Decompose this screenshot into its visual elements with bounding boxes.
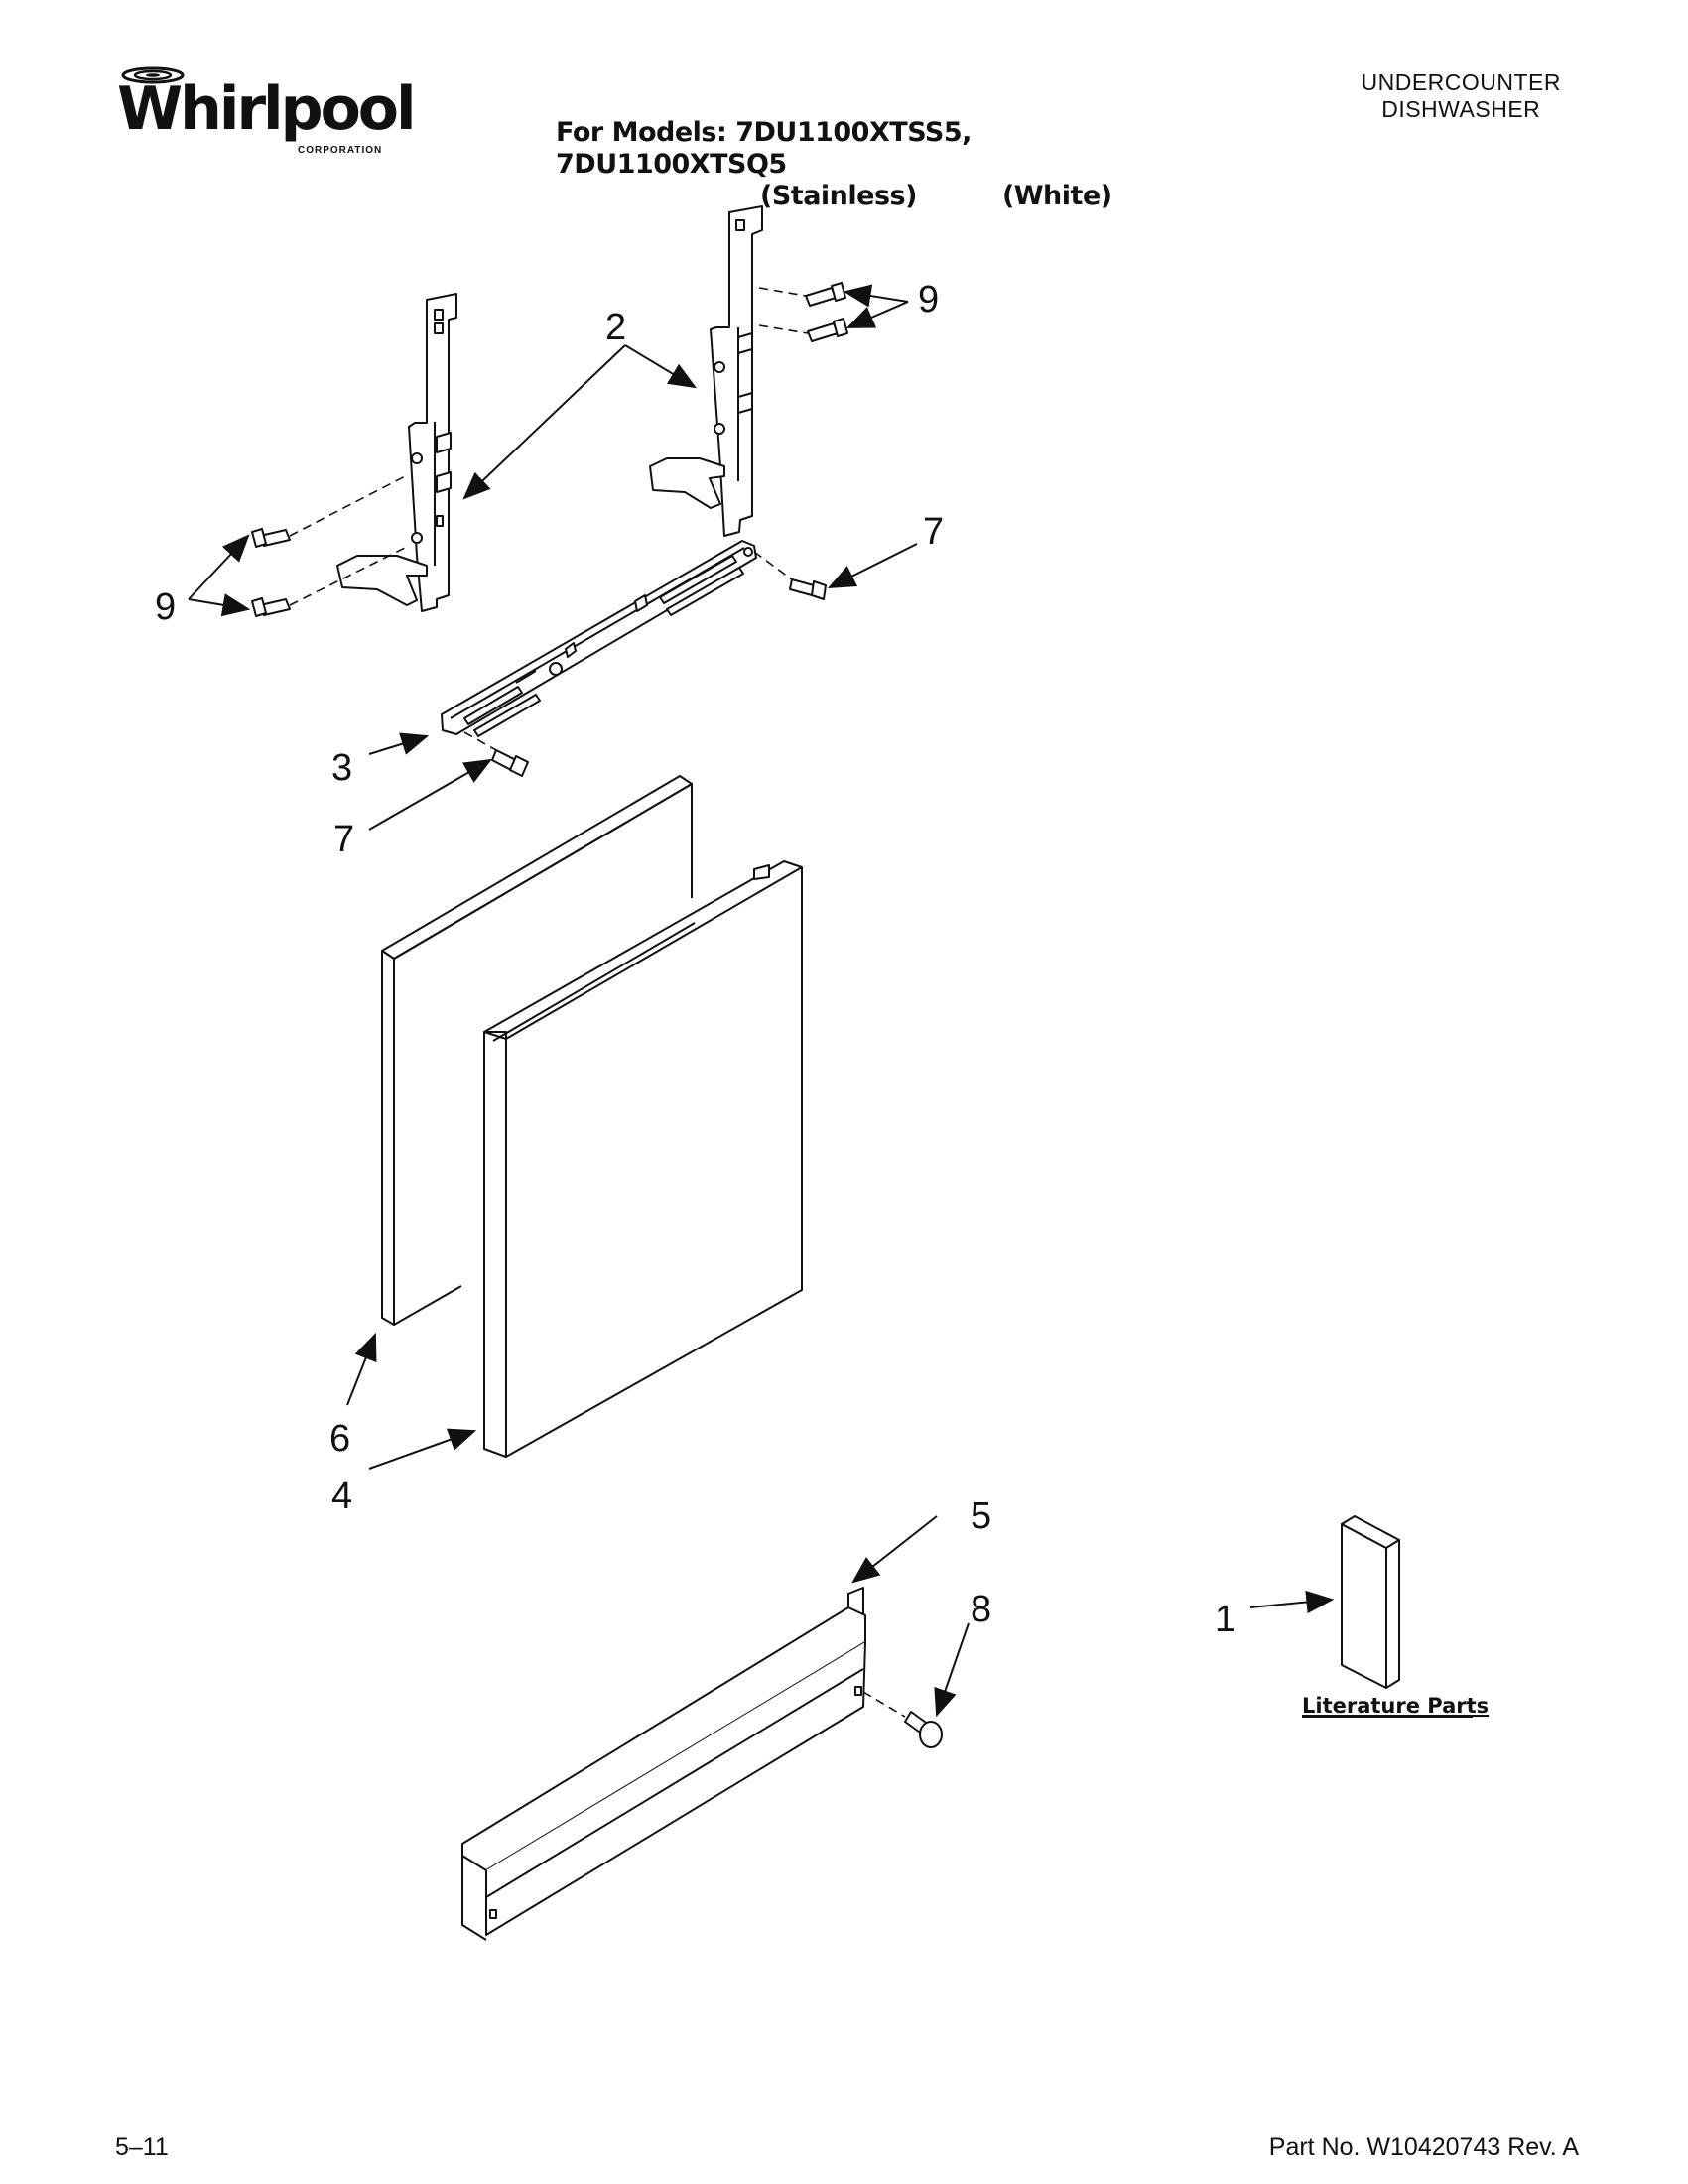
- screw-9-upper-left: [251, 528, 291, 548]
- category-line1: UNDERCOUNTER: [1361, 69, 1561, 95]
- title-finishes: (Stainless) (White): [556, 181, 1191, 212]
- callout-9-right: 9: [918, 279, 939, 321]
- right-hinge-bracket: [649, 205, 763, 537]
- callout-1: 1: [1215, 1599, 1235, 1640]
- callout-7-right: 7: [923, 511, 944, 553]
- screw-7-right: [789, 578, 827, 600]
- literature-parts-label: Literature Parts: [1302, 1694, 1489, 1718]
- callout-8: 8: [971, 1589, 991, 1630]
- part-number: Part No. W10420743 Rev. A: [1268, 2133, 1579, 2161]
- screw-8: [904, 1711, 943, 1748]
- screw-9-lower-right: [807, 318, 848, 342]
- page-title: For Models: 7DU1100XTSS5, 7DU1100XTSQ5 (…: [556, 117, 1191, 212]
- left-hinge-bracket: [336, 293, 457, 612]
- callout-7-left: 7: [333, 819, 354, 860]
- brand-wordmark: Whirlpool: [117, 74, 417, 144]
- title-stainless: (Stainless): [760, 181, 917, 211]
- print-date: 5–11: [115, 2133, 169, 2161]
- screw-9-upper-right: [805, 282, 846, 307]
- screw-7-left: [491, 749, 529, 777]
- inner-door-panel: [483, 860, 803, 1458]
- swirl-icon: [121, 66, 185, 84]
- literature-booklet: [1341, 1515, 1400, 1689]
- callout-3: 3: [331, 747, 352, 789]
- callout-6: 6: [329, 1418, 350, 1460]
- brand-corporation: CORPORATION: [298, 145, 383, 156]
- toe-panel: [461, 1587, 866, 1941]
- callout-9-left: 9: [155, 586, 176, 628]
- callout-4: 4: [331, 1476, 352, 1517]
- whirlpool-logo: Whirlpool CORPORATION: [111, 62, 417, 169]
- callout-5: 5: [971, 1495, 991, 1537]
- appliance-category: UNDERCOUNTER DISHWASHER: [1362, 69, 1562, 123]
- callout-2: 2: [605, 307, 626, 348]
- title-white: (White): [1001, 181, 1112, 211]
- outer-door-panel: [381, 775, 693, 1326]
- title-models: For Models: 7DU1100XTSS5, 7DU1100XTSQ5: [556, 117, 972, 180]
- door-brace-channel: [441, 540, 757, 737]
- screw-9-lower-left: [251, 597, 291, 617]
- category-line2: DISHWASHER: [1381, 96, 1541, 122]
